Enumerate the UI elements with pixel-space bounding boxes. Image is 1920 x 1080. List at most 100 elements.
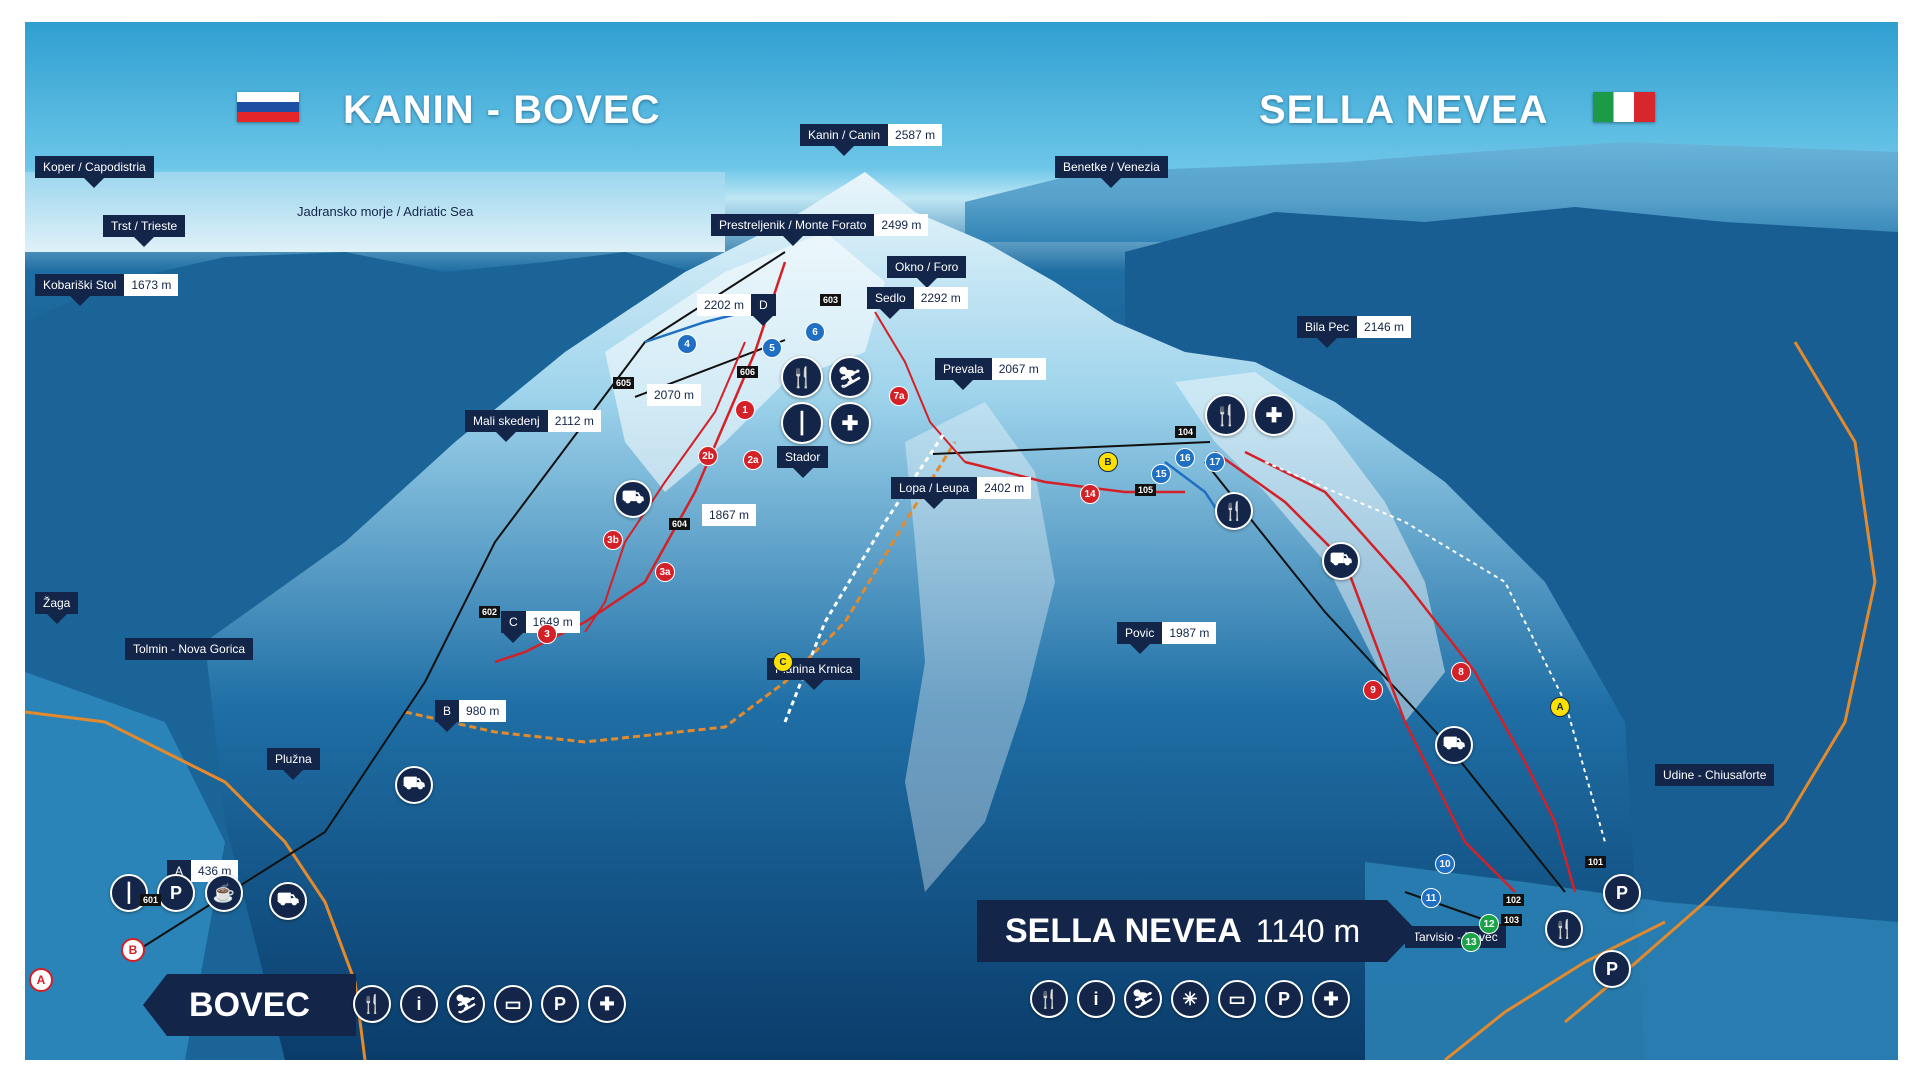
- info-icon: i: [1077, 980, 1115, 1018]
- info-icon: i: [400, 985, 438, 1023]
- piste-number: 7a: [889, 386, 909, 406]
- resort-bovec-banner: BOVEC: [143, 974, 356, 1036]
- red-piste-7a: [874, 311, 966, 463]
- red-piste-sella: [1214, 450, 1516, 893]
- road-right: [1564, 341, 1877, 1024]
- piste-number: 3a: [655, 562, 675, 582]
- red-piste-bovec: [494, 261, 787, 664]
- tag-stador: Stador: [777, 446, 829, 478]
- snowpark-icon: ⛷: [829, 356, 871, 398]
- terrain-illustration: [25, 142, 1898, 1060]
- valley: [25, 672, 225, 1060]
- tag-1867: 1867 m: [702, 504, 757, 526]
- road-tarvisio: [1444, 920, 1666, 1060]
- sea-label: Jadransko morje / Adriatic Sea: [297, 204, 474, 219]
- restaurant-icon: 🍴: [1030, 980, 1068, 1018]
- lift-id: 101: [1585, 856, 1607, 868]
- piste-number: 3b: [603, 530, 623, 550]
- tag-trst: Trst / Trieste: [103, 215, 186, 247]
- ski-school-icon: ⛷: [1124, 980, 1162, 1018]
- lift-id: 605: [613, 377, 635, 389]
- lift-id: 103: [1501, 914, 1523, 926]
- lift-id: 606: [737, 366, 759, 378]
- lift-id: 602: [479, 606, 501, 618]
- tag-koper: Koper / Capodistria: [35, 156, 154, 188]
- ski-rental-icon: ⎮: [781, 402, 823, 444]
- lift-id: 601: [140, 894, 162, 906]
- piste-number: 1: [735, 400, 755, 420]
- slovenia-flag: [237, 92, 299, 122]
- restaurant-icon: 🍴: [1205, 394, 1247, 436]
- first-aid-icon: ✚: [1312, 980, 1350, 1018]
- snow-field: [605, 232, 885, 492]
- lift-id: 104: [1175, 426, 1197, 438]
- gondola-icon: ⛟: [269, 882, 307, 920]
- snowpark-icon: ✳: [1171, 980, 1209, 1018]
- piste-number: 15: [1151, 464, 1171, 484]
- parking-icon: P: [1593, 950, 1631, 988]
- tag-zaga: Žaga: [35, 592, 79, 624]
- direction-tolmin: Tolmin - Nova Gorica: [125, 638, 254, 660]
- piste-number: 3: [537, 624, 557, 644]
- gondola-icon: ⛟: [1435, 726, 1473, 764]
- ski-route-sella: [1264, 461, 1606, 843]
- location-marker-b: B: [121, 938, 145, 962]
- tag-2070: 2070 m: [647, 384, 702, 406]
- gondola-lift-line: [134, 251, 786, 953]
- piste-number: 2a: [743, 450, 763, 470]
- first-aid-icon: ✚: [1253, 394, 1295, 436]
- title-kanin-bovec: KANIN - BOVEC: [343, 88, 661, 132]
- tag-okno: Okno / Foro: [887, 256, 967, 288]
- piste-number: 16: [1175, 448, 1195, 468]
- ski-route-marker: C: [773, 652, 793, 672]
- lift-104: [932, 441, 1211, 455]
- snow-field-3: [905, 402, 1055, 892]
- title-sella-nevea: SELLA NEVEA: [1259, 88, 1549, 132]
- piste-number: 14: [1080, 484, 1100, 504]
- ski-route-c: [783, 431, 947, 723]
- tag-benetke: Benetke / Venezia: [1055, 156, 1168, 188]
- parking-icon: P: [1265, 980, 1303, 1018]
- parking-icon: P: [1603, 874, 1641, 912]
- first-aid-icon: ✚: [829, 402, 871, 444]
- ski-school-icon: ⛷: [447, 985, 485, 1023]
- ski-route-marker: A: [1550, 697, 1570, 717]
- bus-icon: ▭: [494, 985, 532, 1023]
- piste-number: 4: [677, 334, 697, 354]
- piste-number: 12: [1479, 914, 1499, 934]
- piste-number: 5: [762, 338, 782, 358]
- piste-number: 11: [1421, 888, 1441, 908]
- gondola-icon: ⛟: [614, 480, 652, 518]
- piste-number: 6: [805, 322, 825, 342]
- restaurant-icon: 🍴: [353, 985, 391, 1023]
- red-piste-sella-2: [1244, 450, 1577, 893]
- piste-number: 2b: [698, 446, 718, 466]
- gondola-icon: ⛟: [395, 766, 433, 804]
- piste-number: 9: [1363, 680, 1383, 700]
- coffee-icon: ☕: [205, 874, 243, 912]
- lift-id: 604: [669, 518, 691, 530]
- bus-icon: ▭: [1218, 980, 1256, 1018]
- tag-pluzna: Plužna: [267, 748, 320, 780]
- parking-icon: P: [157, 874, 195, 912]
- lift-id: 603: [820, 294, 842, 306]
- snow-field-2: [1175, 372, 1445, 722]
- piste-number: 17: [1205, 452, 1225, 472]
- ski-route-marker: B: [1098, 452, 1118, 472]
- piste-number: 10: [1435, 854, 1455, 874]
- direction-udine: Udine - Chiusaforte: [1655, 764, 1775, 786]
- lift-id: 102: [1503, 894, 1525, 906]
- ski-map: KANIN - BOVEC SELLA NEVEA Jadransko morj…: [25, 22, 1898, 1060]
- road-left: [25, 710, 367, 1060]
- location-marker-a: A: [29, 968, 53, 992]
- restaurant-icon: 🍴: [1215, 492, 1253, 530]
